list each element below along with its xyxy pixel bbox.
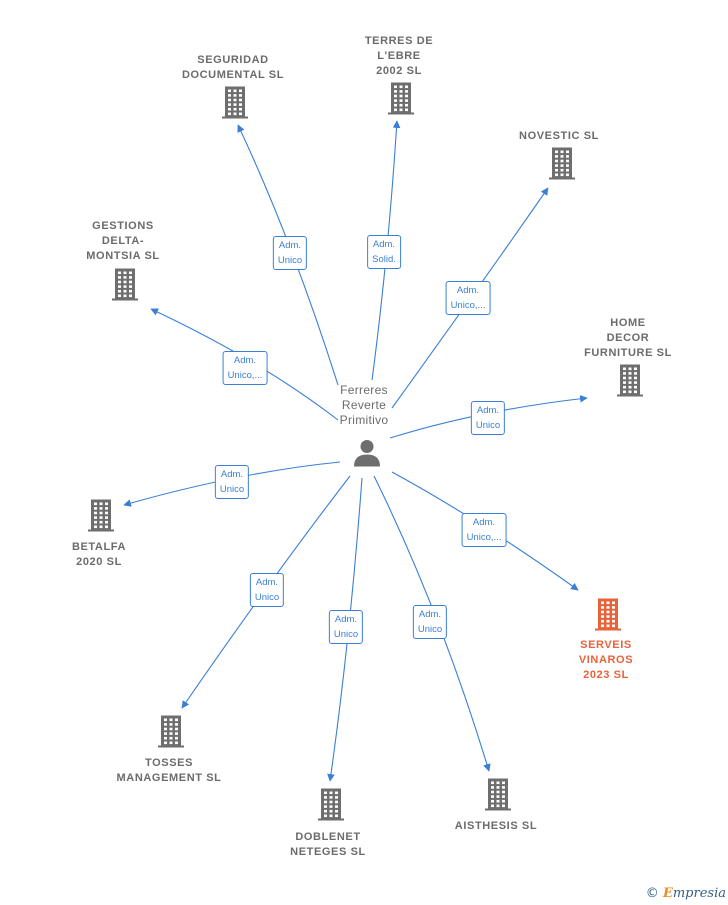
brand-logo: © Empresia	[645, 886, 726, 901]
role-badge-tosses: Adm. Unico	[249, 573, 285, 607]
company-name-doblenet[interactable]: DOBLENET NETEGES SL	[290, 831, 366, 858]
company-name-novestic[interactable]: NOVESTIC SL	[519, 130, 599, 142]
company-name-seguridad[interactable]: SEGURIDAD DOCUMENTAL SL	[181, 54, 285, 81]
role-badge-serveis: Adm. Unico,...	[461, 513, 507, 547]
company-name-gestions[interactable]: GESTIONS DELTA- MONTSIA SL	[86, 220, 160, 262]
building-icon[interactable]	[86, 499, 116, 538]
building-icon[interactable]	[547, 147, 577, 186]
building-icon[interactable]	[220, 86, 250, 125]
role-badge-gestions: Adm. Unico,...	[222, 351, 268, 385]
role-badge-homedecor: Adm. Unico	[470, 401, 506, 435]
company-name-homedecor[interactable]: HOME DECOR FURNITURE SL	[584, 317, 672, 359]
company-name-aisthesis[interactable]: AISTHESIS SL	[454, 820, 538, 832]
building-icon[interactable]	[110, 268, 140, 307]
building-icon[interactable]	[386, 82, 416, 121]
building-icon[interactable]	[593, 598, 623, 637]
person-icon[interactable]	[352, 438, 382, 473]
role-badge-novestic: Adm. Unico,...	[445, 281, 491, 315]
role-badge-aisthesis: Adm. Unico	[412, 605, 448, 639]
company-name-terres[interactable]: TERRES DE L'EBRE 2002 SL	[364, 35, 434, 77]
building-icon[interactable]	[615, 364, 645, 403]
building-icon[interactable]	[316, 788, 346, 827]
role-badge-betalfa: Adm. Unico	[214, 465, 250, 499]
company-name-serveis[interactable]: SERVEIS VINAROS 2023 SL	[578, 639, 634, 681]
company-name-betalfa[interactable]: BETALFA 2020 SL	[71, 541, 127, 568]
role-badge-doblenet: Adm. Unico	[328, 610, 364, 644]
company-name-tosses[interactable]: TOSSES MANAGEMENT SL	[116, 757, 222, 784]
building-icon[interactable]	[483, 778, 513, 817]
person-name[interactable]: Ferreres Reverte Primitivo	[339, 383, 389, 427]
building-icon[interactable]	[156, 715, 186, 754]
role-badge-seguridad: Adm. Unico	[272, 236, 308, 270]
role-badge-terres: Adm. Solid.	[367, 235, 401, 269]
